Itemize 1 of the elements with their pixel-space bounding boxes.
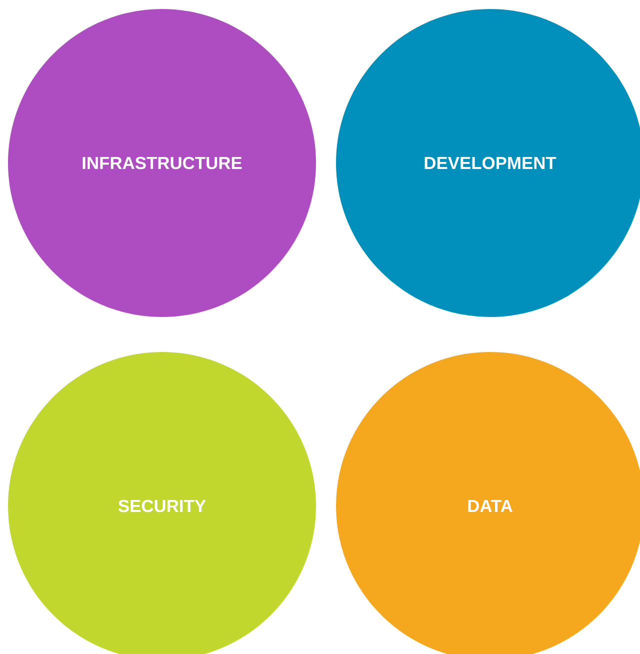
circle-node: INFRASTRUCTURE xyxy=(8,9,316,317)
